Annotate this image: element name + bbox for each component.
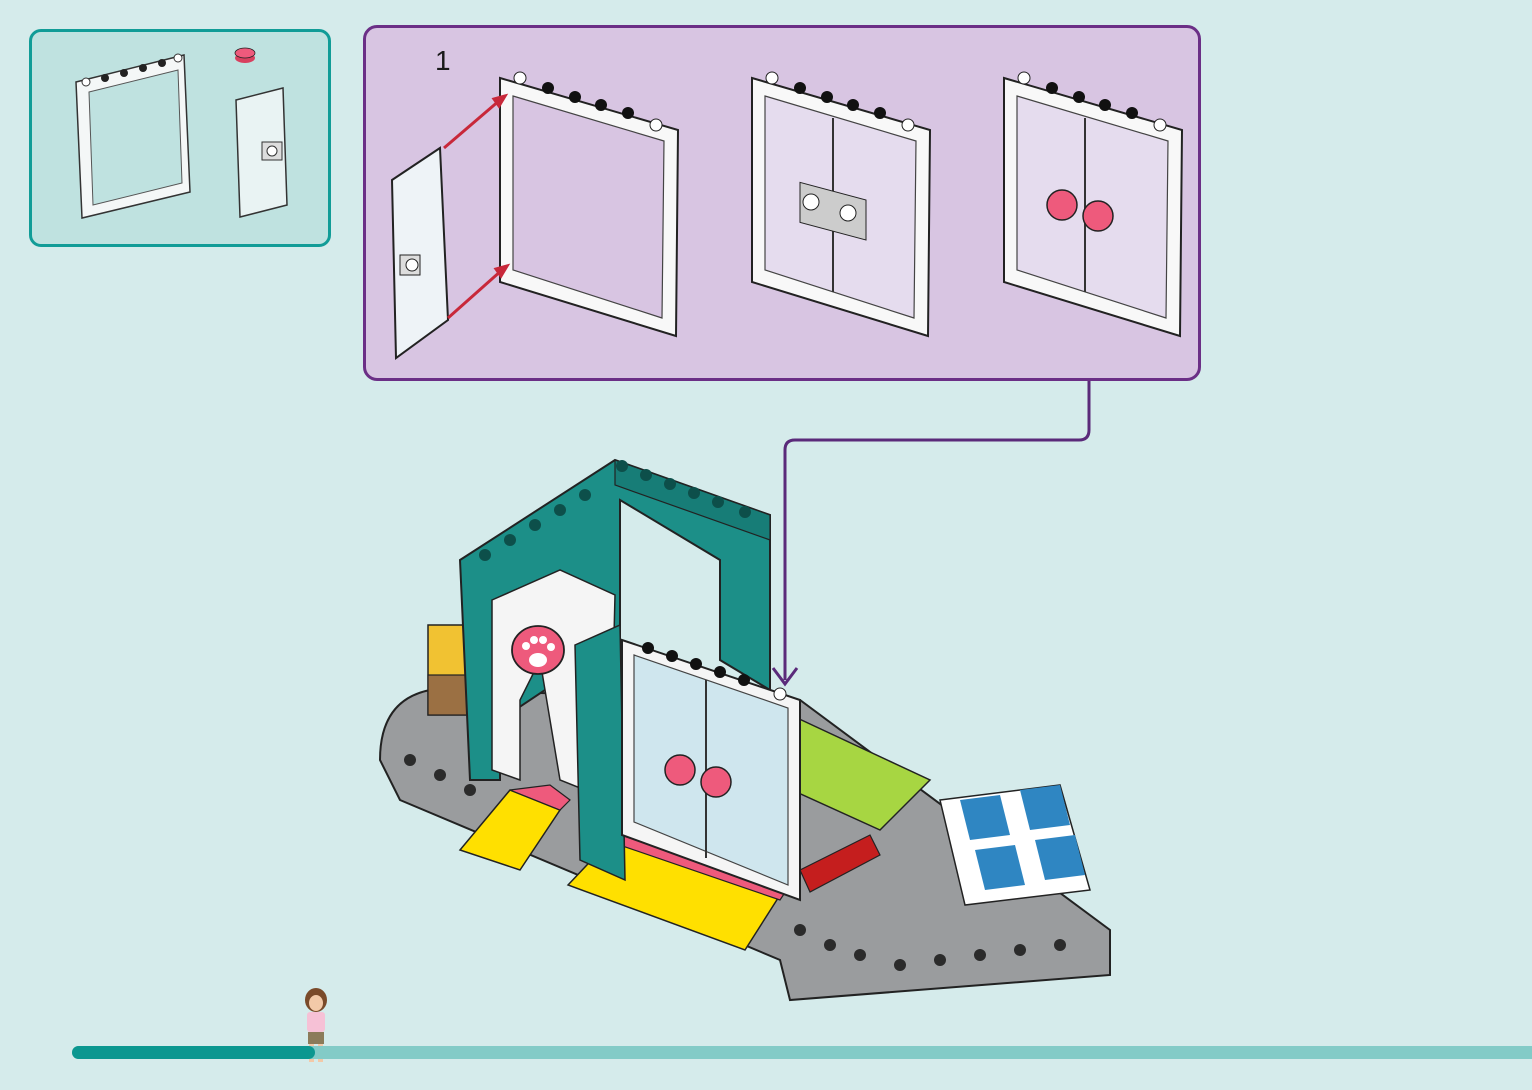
- progress-bar: [72, 1046, 1532, 1059]
- substep-door-attach: [392, 72, 678, 358]
- arrow-icon: [444, 96, 507, 318]
- connector-line: [785, 381, 1089, 680]
- paw-print-icon: [512, 626, 564, 674]
- substep-doors-assembled: [752, 72, 930, 336]
- main-model: [380, 460, 1110, 1000]
- progress-bar-fill: [72, 1046, 315, 1059]
- substep-doors-pink-tiles: [1004, 72, 1182, 336]
